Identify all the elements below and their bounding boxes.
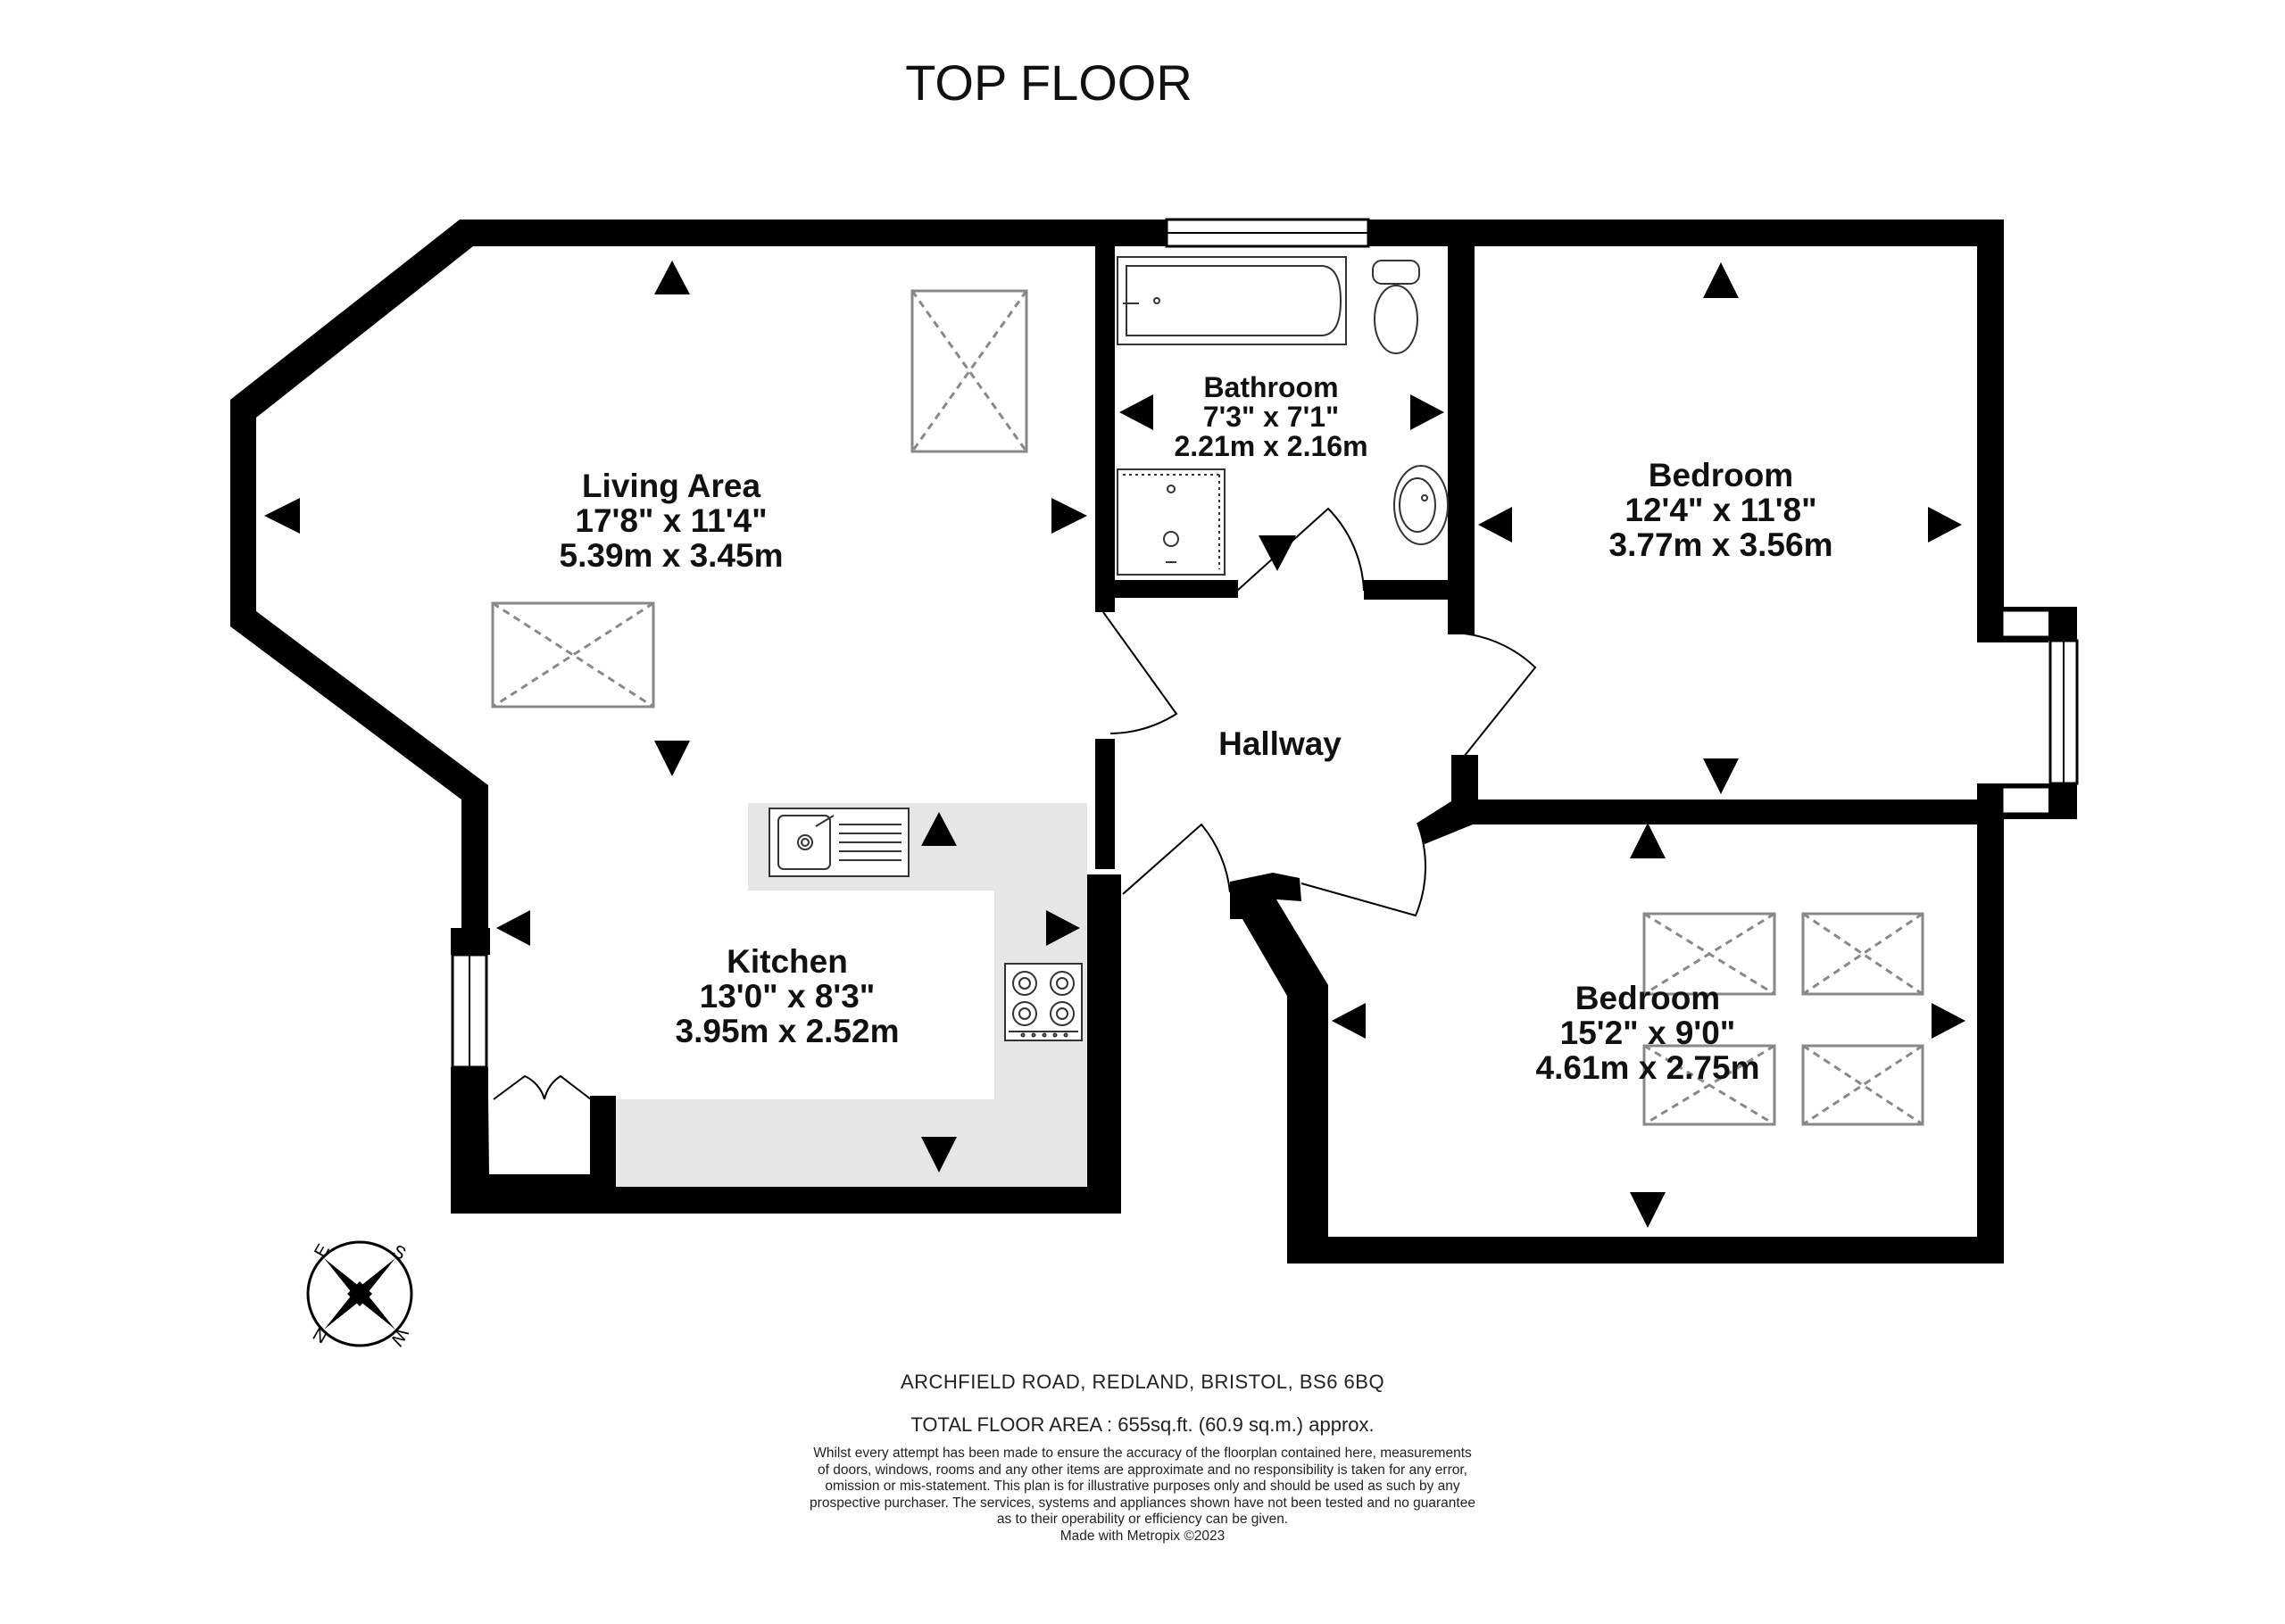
- bedroom1-name: Bedroom: [1649, 457, 1793, 493]
- dimension-arrow-icon: [1630, 823, 1666, 858]
- bathroom-door: [1236, 507, 1365, 592]
- skylight-icon: [1642, 1044, 1776, 1126]
- dimension-arrow-icon: [1410, 394, 1444, 430]
- bedroom2-bottom-wall: [1287, 1237, 2004, 1264]
- living-area-imperial: 17'8" x 11'4": [575, 502, 767, 539]
- bath-icon: [1117, 256, 1347, 345]
- living-door: [1102, 611, 1178, 734]
- dimension-arrow-icon: [921, 1137, 957, 1172]
- windows: [451, 218, 2079, 1069]
- compass-west: W: [386, 1324, 412, 1348]
- hob-icon: [1004, 963, 1083, 1041]
- bedroom1-door: [1463, 633, 1537, 758]
- bathroom-left-wall: [1095, 246, 1115, 612]
- kitchen-bottom-wall: [451, 874, 1121, 1214]
- bedroom2-right-wall: [1977, 800, 2004, 1264]
- bathroom-fixtures: [1117, 256, 1449, 576]
- bathroom-name: Bathroom: [1203, 371, 1338, 403]
- dimension-arrow-icon: [654, 261, 690, 294]
- dimension-arrow-icon: [654, 741, 690, 776]
- disclaimer-line: as to their operability or efficiency ca…: [996, 1512, 1289, 1527]
- bedroom2-name: Bedroom: [1575, 980, 1720, 1016]
- living-area-name: Living Area: [582, 468, 761, 504]
- bedroom1-right-wall: [1977, 220, 2004, 641]
- dimension-arrow-icon: [1932, 1003, 1965, 1039]
- property-address: ARCHFIELD ROAD, REDLAND, BRISTOL, BS6 6B…: [900, 1371, 1385, 1393]
- bedroom2-left-wall: [1230, 873, 1328, 1264]
- bedroom1-imperial: 12'4" x 11'8": [1624, 492, 1816, 528]
- disclaimer-line: prospective purchaser. The services, sys…: [810, 1495, 1475, 1511]
- patio-door: [493, 1074, 592, 1100]
- bedroom2-imperial: 15'2" x 9'0": [1560, 1015, 1736, 1051]
- doors: [493, 507, 1537, 1100]
- disclaimer-line: Whilst every attempt has been made to en…: [813, 1446, 1472, 1461]
- kitchen-metric: 3.95m x 2.52m: [676, 1013, 900, 1049]
- compass-east: E: [311, 1241, 334, 1262]
- dimension-arrow-icon: [1478, 507, 1512, 543]
- kitchen-fixtures: [769, 808, 1083, 1041]
- hallway-right-wall: [1451, 755, 1478, 801]
- disclaimer-credit: Made with Metropix ©2023: [1059, 1528, 1226, 1544]
- room-labels: Living Area 17'8" x 11'4" 5.39m x 3.45m …: [560, 371, 1833, 1086]
- skylights: [491, 289, 1924, 1126]
- bedroom2-metric: 4.61m x 2.75m: [1536, 1049, 1760, 1086]
- dimension-arrows: [264, 261, 1965, 1228]
- bedrooms-divider-wall: [1417, 800, 1977, 844]
- skylight-icon: [1801, 1044, 1924, 1126]
- bay-window-side-top: [2000, 609, 2054, 639]
- top-wall-bath-right: [1368, 220, 1418, 246]
- dimension-arrow-icon: [1051, 498, 1087, 534]
- disclaimer-line: of doors, windows, rooms and any other i…: [817, 1462, 1467, 1478]
- bedroom1-top-wall: [1418, 220, 2004, 246]
- skylight-icon: [1801, 912, 1924, 996]
- total-floor-area: TOTAL FLOOR AREA : 655sq.ft. (60.9 sq.m.…: [910, 1413, 1375, 1436]
- kitchen-door: [1122, 823, 1231, 895]
- dimension-arrow-icon: [1119, 394, 1153, 430]
- disclaimer-line: omission or mis-statement. This plan is …: [825, 1479, 1460, 1494]
- toilet-icon: [1372, 260, 1420, 354]
- skylight-icon: [491, 601, 655, 708]
- compass-icon: E S W N: [306, 1240, 413, 1349]
- top-wall-bath-left: [1095, 220, 1167, 246]
- dimension-arrow-icon: [1630, 1192, 1666, 1228]
- basin-icon: [1393, 465, 1449, 545]
- dimension-arrow-icon: [1332, 1003, 1366, 1039]
- dimension-arrow-icon: [1703, 262, 1739, 298]
- skylight-icon: [910, 289, 1028, 453]
- shower-icon: [1117, 468, 1226, 576]
- hallway-name: Hallway: [1218, 725, 1342, 762]
- bay-window-side-bottom: [2000, 785, 2054, 816]
- sink-icon: [769, 808, 910, 877]
- bathroom-bottom-wall-left: [1095, 580, 1238, 598]
- kitchen-left-wall-upper: [451, 928, 490, 955]
- dimension-arrow-icon: [1259, 535, 1296, 571]
- dimension-arrow-icon: [1928, 507, 1962, 543]
- kitchen-right-wall: [1095, 739, 1115, 869]
- plan-title: TOP FLOOR: [905, 54, 1192, 111]
- dimension-arrow-icon: [921, 812, 957, 846]
- compass-south: S: [389, 1241, 410, 1264]
- bathroom-bottom-wall-right: [1364, 580, 1464, 600]
- bathroom-imperial: 7'3" x 7'1": [1203, 401, 1339, 433]
- kitchen-name: Kitchen: [727, 943, 848, 980]
- dimension-arrow-icon: [1046, 910, 1080, 946]
- skylight-icon: [1642, 912, 1776, 996]
- disclaimer: Whilst every attempt has been made to en…: [0, 1446, 2285, 1545]
- living-area-metric: 5.39m x 3.45m: [560, 537, 784, 574]
- bedroom2-door: [1300, 822, 1427, 917]
- dimension-arrow-icon: [1703, 758, 1739, 794]
- bathroom-bedroom-wall: [1448, 220, 1475, 634]
- dimension-arrow-icon: [264, 498, 300, 534]
- compass-north: N: [310, 1323, 331, 1346]
- bathroom-metric: 2.21m x 2.16m: [1174, 430, 1367, 462]
- bedroom1-metric: 3.77m x 3.56m: [1609, 526, 1833, 563]
- kitchen-imperial: 13'0" x 8'3": [700, 978, 876, 1015]
- dimension-arrow-icon: [496, 910, 530, 946]
